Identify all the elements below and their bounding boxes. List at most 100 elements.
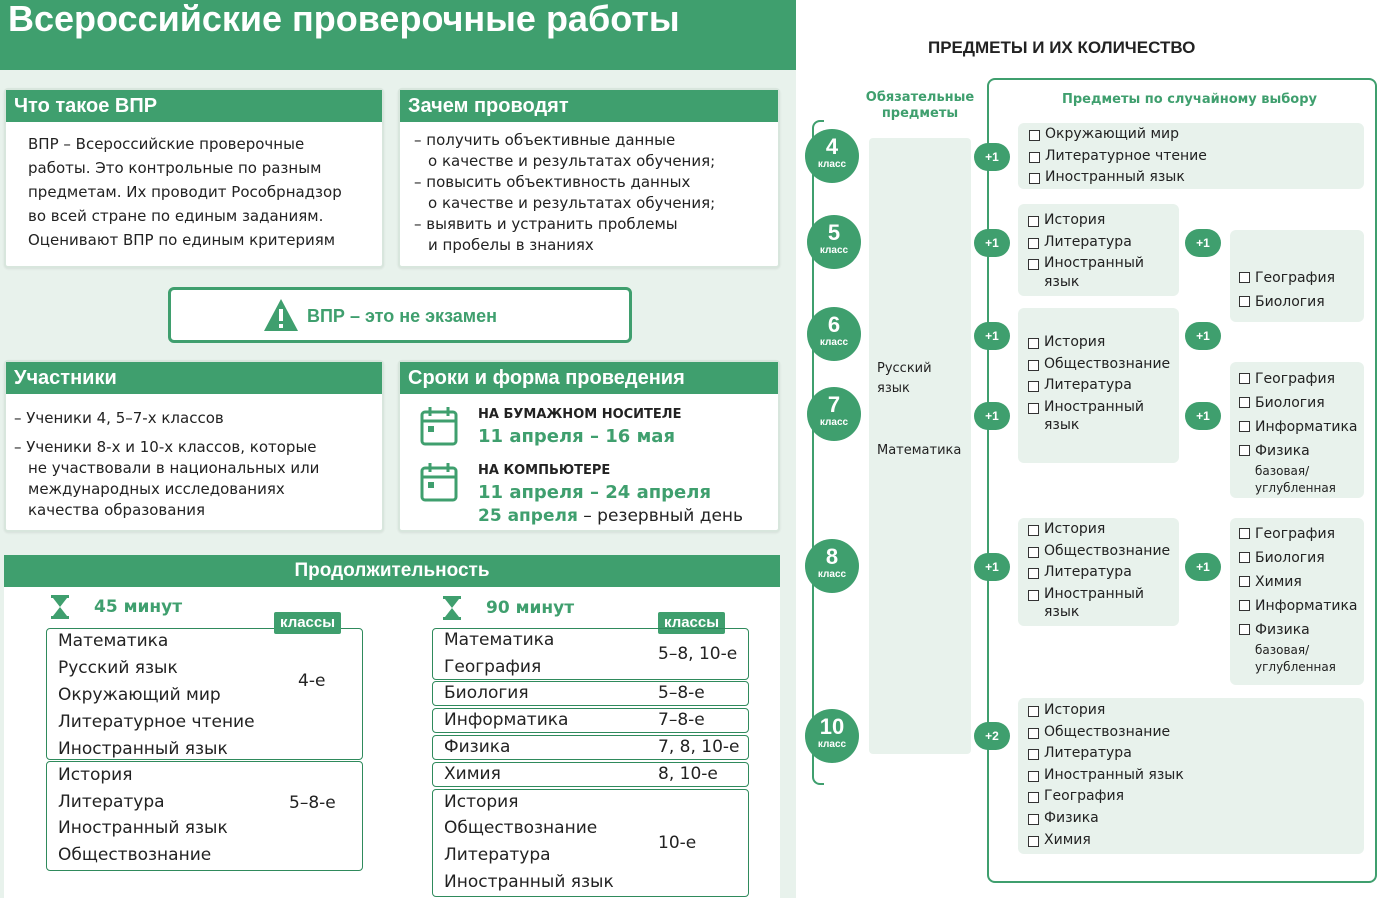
t45-row: Русский язык [58, 658, 178, 678]
t90-group1 [432, 628, 749, 680]
list-item: Обществознание [1018, 722, 1184, 744]
list-item: Информатика [1229, 594, 1357, 618]
grade10-list: История Обществознание Литература Иностр… [1018, 700, 1184, 851]
t45-row: История [58, 765, 133, 785]
t90-row: Физика [444, 737, 511, 757]
list-item: История [1018, 519, 1170, 541]
what-text: ВПР – Всероссийские проверочные работы. … [28, 135, 342, 249]
participants-card: Участники – Ученики 4, 5–7-х классов – У… [4, 360, 384, 532]
list-item: Иностранный [1018, 584, 1170, 606]
duration-section [4, 555, 780, 898]
right-heading: ПРЕДМЕТЫ И ИХ КОЛИЧЕСТВО [928, 38, 1196, 57]
mandatory-subject: Русский язык [877, 361, 932, 396]
t90-classes: 8, 10-е [658, 764, 718, 784]
t90-classes: 7–8-е [658, 710, 705, 730]
grade8-list: История Обществознание Литература Иностр… [1018, 519, 1170, 619]
plus-badge: +1 [974, 143, 1010, 171]
list-item: Физика [1229, 618, 1357, 642]
list-item: углубленная [1255, 481, 1336, 495]
t45-row: Математика [58, 631, 169, 651]
list-item: Литература [1018, 562, 1170, 584]
grade67-list: История Обществознание Литература Иностр… [1018, 332, 1170, 432]
calendar-icon [420, 463, 458, 502]
not-exam-banner: ВПР – это не экзамен [168, 287, 632, 343]
list-item: Литературное чтение [1019, 146, 1207, 168]
list-item: Иностранный [1018, 397, 1170, 419]
hourglass-icon [51, 595, 69, 619]
grade8-box [1018, 518, 1179, 626]
t45-row: Литература [58, 792, 165, 812]
t45-row: Окружающий мир [58, 685, 221, 705]
t45-row: Литературное чтение [58, 712, 255, 732]
grade5-extra-list: География Биология [1229, 266, 1335, 314]
random-frame [987, 78, 1377, 883]
what-heading: Что такое ВПР [6, 90, 382, 122]
t90-row-box [432, 735, 749, 760]
grade5-box [1018, 204, 1179, 296]
list-item: язык [1044, 604, 1080, 621]
list-item: Физика [1018, 808, 1184, 830]
plus-badge: +1 [974, 402, 1010, 430]
list-item: язык [1044, 417, 1080, 434]
t90-row: Биология [444, 683, 529, 703]
list-item: Литература [1018, 232, 1144, 254]
t45-classes-badge: классы [274, 612, 342, 634]
list-item: Обществознание [1018, 354, 1170, 376]
random-label: Предметы по случайному выбору [1062, 92, 1318, 107]
list-item: базовая/ [1255, 643, 1310, 657]
list-item: Биология [1229, 391, 1357, 415]
t90-group2 [432, 789, 749, 897]
schedule-card: Сроки и форма проведения НА БУМАЖНОМ НОС… [398, 360, 780, 532]
list-item: Биология [1229, 290, 1335, 314]
grade8-extra-box [1230, 518, 1364, 685]
d45-label: 45 минут [94, 597, 183, 617]
list-item: Иностранный язык [1018, 765, 1184, 787]
t45-group1 [46, 628, 363, 760]
participants-heading: Участники [6, 362, 382, 394]
list-item: Химия [1018, 830, 1184, 852]
list-item: Биология [1229, 546, 1357, 570]
grade67-box [1018, 308, 1179, 463]
plus-badge: +1 [974, 229, 1010, 257]
list-item: Обществознание [1018, 541, 1170, 563]
grade67-extra-list: География Биология Информатика Физика ба… [1229, 367, 1357, 497]
grade4-box [1018, 123, 1364, 189]
t45-classes: 4-е [298, 671, 326, 691]
hourglass-icon [443, 596, 461, 620]
t45-row: Иностранный язык [58, 739, 228, 759]
reserve-day: 25 апреля – резервный день [478, 506, 744, 526]
left-guide [812, 120, 824, 785]
list-item: Иностранный [1018, 253, 1144, 275]
list-item: Химия [1229, 570, 1357, 594]
mandatory-column [869, 138, 971, 754]
list-item: углубленная [1255, 660, 1336, 674]
list-item: География [1018, 786, 1184, 808]
grade10-box [1018, 698, 1364, 854]
not-exam-text: ВПР – это не экзамен [307, 306, 497, 326]
plus-badge: +1 [1185, 229, 1221, 257]
t90-row: Иностранный язык [444, 872, 614, 892]
t90-row: Обществознание [444, 818, 598, 838]
list-item: базовая/ [1255, 464, 1310, 478]
list-item: География [1229, 522, 1357, 546]
computer-dates: 11 апреля – 24 апреля [478, 482, 711, 503]
why-heading: Зачем проводят [400, 90, 778, 122]
plus-badge: +1 [1185, 402, 1221, 430]
plus-badge: +1 [974, 553, 1010, 581]
paper-label: НА БУМАЖНОМ НОСИТЕЛЕ [478, 407, 682, 422]
grade4-list: Окружающий мир Литературное чтение Иност… [1019, 124, 1207, 189]
list-item: Физика [1229, 439, 1357, 463]
t90-row: История [444, 792, 519, 812]
participants-text: – Ученики 4, 5–7-х классов – Ученики 8-х… [14, 409, 320, 519]
paper-dates: 11 апреля – 16 мая [478, 426, 675, 447]
t90-row: Химия [444, 764, 501, 784]
t90-row: Математика [444, 630, 555, 650]
list-item: География [1229, 367, 1357, 391]
t90-row: Литература [444, 845, 551, 865]
